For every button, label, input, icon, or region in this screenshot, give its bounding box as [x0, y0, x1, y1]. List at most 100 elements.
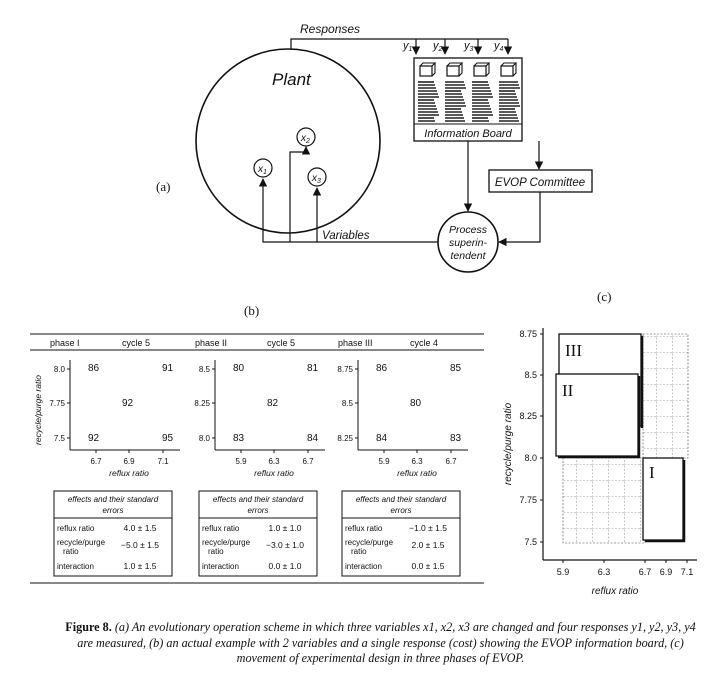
phase-xlabel: reflux ratio: [109, 468, 149, 478]
phase-title: phase II: [195, 338, 227, 348]
svg-text:y3: y3: [463, 40, 474, 53]
cycle-title: cycle 5: [122, 338, 150, 348]
x-tick-label: 7.1: [157, 457, 169, 466]
effect-value: 1.0 ± 1.5: [123, 561, 156, 571]
y-tick-label: 8.5: [342, 399, 354, 408]
effects-header-line1: effects and their standard: [68, 495, 159, 504]
effects-table: effects and their standard errors reflux r…: [53, 490, 173, 577]
y-tick-label: 8.75: [337, 365, 353, 374]
design-point-top-left: 80: [233, 363, 245, 374]
effects-header-line2: errors: [103, 506, 124, 515]
effect-value: 4.0 ± 1.5: [123, 523, 156, 533]
responses-connector: [290, 38, 513, 55]
panel-a: (a) Plant x1 x2 x3 Responses y1 y2: [156, 22, 593, 273]
c-x-tick-label: 6.9: [660, 567, 673, 577]
grid-region-upper: [642, 333, 689, 459]
effects-header-line1: effects and their standard: [213, 495, 304, 504]
phase-label-III: III: [565, 341, 582, 360]
effect-name-cont: ratio: [63, 547, 79, 556]
phase-ylabel: recycle/purge ratio: [33, 375, 43, 445]
design-point-center: 92: [122, 398, 134, 409]
variable-x2: x2: [296, 127, 316, 147]
panel-c-ylabel: recycle/purge ratio: [503, 402, 514, 485]
design-point-top-left: 86: [376, 363, 388, 374]
figure-caption: Figure 8. (a) An evolutionary operation …: [58, 620, 703, 667]
effect-name-cont: ratio: [208, 547, 224, 556]
svg-text:y2: y2: [432, 40, 443, 53]
grid-region-lower: [562, 457, 646, 544]
design-point-bottom-left: 84: [376, 433, 388, 444]
x-tick-label: 6.9: [123, 457, 135, 466]
y-tick-label: 8.25: [337, 434, 353, 443]
information-board: Information Board: [413, 57, 523, 142]
plant-label: Plant: [272, 70, 312, 89]
variable-x1: x1: [253, 158, 273, 178]
effect-name: reflux ratio: [57, 524, 95, 533]
c-x-tick-label: 6.3: [598, 567, 611, 577]
phase-label-II: II: [562, 381, 574, 400]
variable-x3: x3: [307, 167, 327, 187]
variables-label: Variables: [322, 230, 370, 242]
board-card-1: [418, 62, 439, 122]
c-y-tick-label: 7.75: [519, 495, 537, 505]
cycle-title: cycle 4: [410, 338, 438, 348]
y-tick-label: 7.5: [54, 434, 66, 443]
c-y-tick-label: 8.25: [519, 411, 537, 421]
board-card-3: [472, 62, 493, 122]
x-tick-label: 6.7: [302, 457, 314, 466]
effects-header-line1: effects and their standard: [356, 495, 447, 504]
x-tick-label: 6.3: [411, 457, 423, 466]
svg-text:y1: y1: [402, 40, 413, 53]
plant-circle: [195, 48, 381, 234]
svg-text:x2: x2: [300, 133, 310, 145]
design-point-top-right: 85: [450, 363, 462, 374]
figure-canvas: (a) Plant x1 x2 x3 Responses y1 y2: [30, 22, 697, 597]
effect-name: recycle/purge: [345, 538, 394, 547]
c-y-tick-label: 7.5: [524, 537, 537, 547]
effect-name: interaction: [202, 562, 239, 571]
effect-name: recycle/purge: [202, 538, 251, 547]
caption-text: (a) An evolutionary operation scheme in …: [77, 620, 696, 665]
board-card-2: [445, 62, 466, 122]
evop-committee-label: EVOP Committee: [495, 177, 585, 189]
effects-table: effects and their standard errors reflux r…: [341, 490, 461, 577]
board-card-4: [499, 62, 520, 122]
effect-value: −1.0 ± 1.5: [409, 523, 447, 533]
y-tick-label: 8.0: [199, 434, 211, 443]
design-point-bottom-left: 92: [88, 433, 100, 444]
y-tick-label: 8.0: [54, 365, 66, 374]
information-board-label: Information Board: [424, 128, 512, 140]
svg-text:x1: x1: [257, 164, 267, 176]
cube-icon: [419, 65, 433, 77]
effect-value: 0.0 ± 1.5: [411, 561, 444, 571]
effects-header-line2: errors: [391, 506, 412, 515]
design-point-top-left: 86: [88, 363, 100, 374]
cube-icon: [446, 65, 460, 77]
c-y-tick-label: 8.5: [524, 370, 537, 380]
process-superintendent-line1: Process: [449, 224, 488, 236]
effect-name-cont: ratio: [351, 547, 367, 556]
effect-name: reflux ratio: [345, 524, 383, 533]
design-point-top-right: 81: [307, 363, 319, 374]
c-y-tick-label: 8.75: [519, 329, 537, 339]
design-point-bottom-right: 95: [162, 433, 174, 444]
process-superintendent-line2: superin-: [449, 237, 487, 249]
effect-value: −5.0 ± 1.5: [121, 540, 159, 550]
flow-arrows: [258, 141, 544, 247]
x-tick-label: 6.7: [445, 457, 457, 466]
caption-lead: Figure 8.: [65, 620, 112, 634]
cube-icon: [473, 65, 487, 77]
x-tick-label: 6.3: [268, 457, 280, 466]
x-tick-label: 5.9: [378, 457, 390, 466]
panel-a-label: (a): [156, 179, 170, 194]
svg-text:x3: x3: [311, 173, 321, 185]
effect-value: −3.0 ± 1.0: [266, 540, 304, 550]
c-x-tick-label: 5.9: [557, 567, 570, 577]
design-point-center: 82: [267, 398, 279, 409]
